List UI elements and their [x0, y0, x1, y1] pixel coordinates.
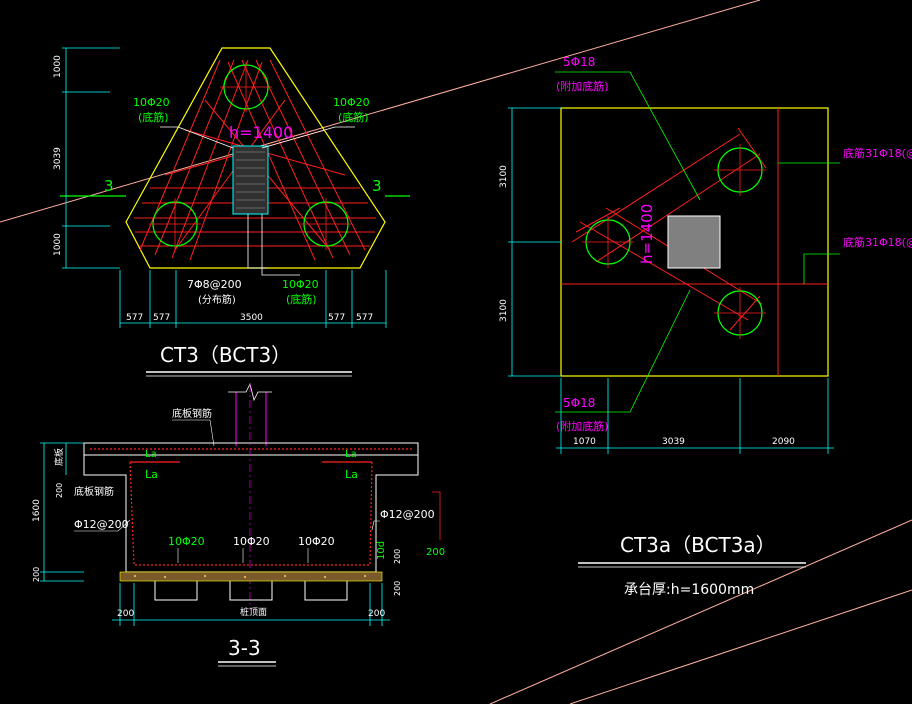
ct3a-dim-bottom: 3039 [662, 437, 685, 447]
la-right-2: La [345, 468, 358, 481]
ct3a-thickness-note: 承台厚:h=1600mm [624, 582, 754, 598]
ct3-dim-bottom: 577 [153, 313, 170, 323]
ct3a-top-rebar: 5Φ18 [563, 55, 595, 69]
ct3a-bottom-rebar-note: (附加底筋) [556, 419, 609, 433]
section-mark-right: 3 [372, 177, 382, 195]
ct3-rebar-right-note: (底筋) [338, 110, 369, 124]
section-dim-left: 200 [55, 483, 64, 498]
slab-rebar-label-2: 底板钢筋 [74, 485, 114, 498]
ct3-dim-bottom: 577 [356, 313, 373, 323]
ct3a-right-label-1: 底筋31Φ18(@ [843, 146, 912, 160]
piles [154, 572, 348, 601]
ct3a-dim-bottom: 1070 [573, 437, 596, 447]
ct3-dim-bottom: 577 [328, 313, 345, 323]
pile-level-note: 桩顶面 [240, 606, 267, 618]
ct3-rebar-bottom-note: (底筋) [286, 292, 317, 306]
section-mark-left: 3 [104, 177, 114, 195]
ct3-rebar-left: 10Φ20 [133, 96, 170, 109]
ct3-dim-left: 1000 [53, 233, 63, 256]
ct3-title: CT3（BCT3） [160, 343, 291, 367]
bottom-bar: 10Φ20 [168, 535, 205, 548]
ct3a-dim-left: 3100 [499, 165, 509, 188]
ct3-plan: h=1400 10Φ20 (底筋) 10Φ20 (底筋) 7Φ8@200 (分布… [53, 47, 410, 377]
right-dim-200: 200 [426, 547, 445, 558]
side-bar-left: Φ12@200 [74, 518, 129, 531]
ct3a-bottom-rebar: 5Φ18 [563, 396, 595, 410]
ct3-dim-bottom: 3500 [240, 313, 263, 323]
slab-rebar-label: 底板钢筋 [172, 407, 212, 420]
bottom-bar: 10Φ20 [298, 535, 335, 548]
slab [83, 442, 419, 456]
la-left-2: La [145, 468, 158, 481]
dim-right-small: 200 [393, 549, 402, 564]
section-title: 3-3 [228, 636, 261, 660]
slab-label: 底板 [53, 448, 65, 466]
blinding-layer [119, 571, 383, 582]
dim-right-small-2: 200 [393, 581, 402, 596]
anchor-label: 10d [376, 541, 387, 560]
ct3-distribution-bar: 7Φ8@200 [187, 278, 242, 291]
la-left: La [145, 449, 157, 460]
section-dim-bottom: 200 [368, 609, 385, 619]
ct3-dim-left: 1000 [53, 55, 63, 78]
ct3-rebar-right: 10Φ20 [333, 96, 370, 109]
section-dim-left: 1600 [32, 499, 42, 522]
ct3-rebar-bottom: 10Φ20 [282, 278, 319, 291]
ct3a-top-rebar-note: (附加底筋) [556, 79, 609, 93]
section-dim-left: 200 [32, 567, 41, 582]
ct3-column [232, 145, 269, 215]
ct3-rebar-left-note: (底筋) [138, 110, 169, 124]
ct3-dim-left: 3039 [53, 147, 63, 170]
ct3a-plan: h=1400 5Φ18 (附加底筋) 5Φ18 (附加底筋) 底筋31Φ18(@… [499, 55, 912, 598]
ct3a-height-label: h=1400 [638, 204, 656, 264]
bottom-bar: 10Φ20 [233, 535, 270, 548]
section-dim-bottom: 200 [117, 609, 134, 619]
side-bar-right: Φ12@200 [380, 508, 435, 521]
ct3a-column [667, 215, 721, 269]
section-3-3: 底板钢筋 底板 底板钢筋 Φ12@200 Φ12@200 La La La La… [32, 382, 445, 667]
ct3a-dim-left: 3100 [499, 299, 509, 322]
ct3a-right-label-2: 底筋31Φ18(@ [843, 235, 912, 249]
ct3-distribution-note: (分布筋) [198, 293, 236, 306]
ct3a-dim-bottom: 2090 [772, 437, 795, 447]
ct3-height-label: h=1400 [229, 123, 293, 142]
ct3-outline [125, 47, 386, 269]
ct3-dim-bottom: 577 [126, 313, 143, 323]
la-right: La [345, 449, 357, 460]
ct3a-title: CT3a（BCT3a） [620, 533, 776, 557]
